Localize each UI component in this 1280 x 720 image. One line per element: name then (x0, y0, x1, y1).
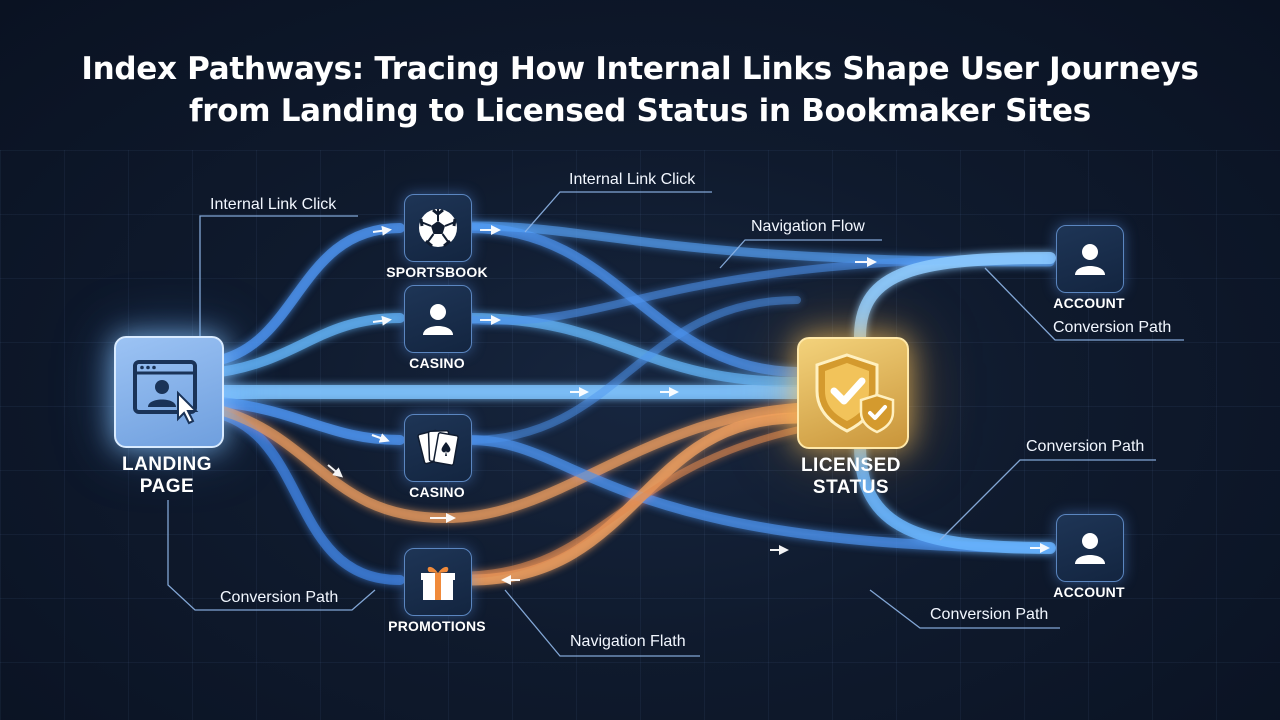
leader-a3 (719, 239, 882, 269)
user-icon (1075, 244, 1105, 275)
flow-licensed-account2 (854, 439, 1056, 554)
arrow-1 (372, 225, 392, 236)
account-node-1[interactable] (1056, 225, 1124, 293)
flow-promotions-licensed-2 (466, 426, 801, 579)
sportsbook-node[interactable] (404, 194, 472, 262)
leader-a7 (504, 589, 700, 657)
annotation-conversion-path-2: Conversion Path (1026, 438, 1145, 455)
flow-landing-sportsbook (215, 223, 405, 365)
promotions-node[interactable] (404, 548, 472, 616)
promotions-label: PROMOTIONS (388, 618, 486, 634)
flow-casino-account (466, 254, 1054, 325)
annotation-conversion-path-3: Conversion Path (220, 589, 339, 606)
licensed-status-label: LICENSED STATUS (781, 455, 921, 499)
leader-a1 (199, 215, 358, 336)
flow-landing-promotions (215, 409, 405, 585)
user-icon (423, 304, 453, 335)
gift-icon (421, 566, 455, 600)
leader-a8 (869, 589, 1060, 629)
soccer-ball-icon (419, 208, 457, 248)
account-label-2: ACCOUNT (1053, 584, 1125, 600)
casino-label-1: CASINO (409, 355, 465, 371)
licensed-status-node[interactable] (797, 337, 909, 449)
annotation-conversion-path-1: Conversion Path (1053, 319, 1172, 336)
annotation-conversion-path-4: Conversion Path (930, 606, 1049, 623)
landing-page-label: LANDING PAGE (104, 454, 230, 498)
casino-node-2[interactable] (404, 414, 472, 482)
account-node-2[interactable] (1056, 514, 1124, 582)
page-title: Index Pathways: Tracing How Internal Lin… (0, 48, 1280, 132)
browser-cursor-icon (133, 360, 199, 425)
flow-cards-licensed (466, 296, 801, 444)
arrow-13 (327, 464, 344, 478)
licensed-label-line2: STATUS (812, 477, 890, 498)
casino-label-2: CASINO (409, 484, 465, 500)
leader-a2 (524, 191, 712, 233)
flow-licensed-account1 (854, 252, 1056, 343)
playing-cards-icon (417, 429, 459, 466)
landing-page-node[interactable] (114, 336, 224, 448)
title-line-1: Index Pathways: Tracing How Internal Lin… (81, 51, 1199, 87)
sportsbook-label: SPORTSBOOK (386, 264, 488, 280)
shield-check-icon (815, 353, 895, 434)
user-icon (1075, 533, 1105, 564)
leader-a4 (984, 267, 1184, 341)
arrow-12 (371, 433, 390, 443)
annotation-internal-link-click-1: Internal Link Click (210, 196, 337, 213)
leader-a5 (939, 459, 1156, 541)
annotation-internal-link-click-2: Internal Link Click (569, 171, 696, 188)
landing-label-line2: PAGE (139, 476, 195, 497)
landing-label-line1: LANDING (121, 454, 213, 475)
account-label-1: ACCOUNT (1053, 295, 1125, 311)
title-line-2: from Landing to Licensed Status in Bookm… (189, 93, 1091, 129)
casino-node-1[interactable] (404, 285, 472, 353)
annotation-navigation-flath: Navigation Flath (570, 633, 686, 650)
arrow-2 (372, 315, 392, 326)
leader-a6 (167, 500, 376, 611)
flow-landing-casino (215, 313, 405, 377)
licensed-label-line1: LICENSED (800, 455, 902, 476)
flow-cards-account2 (465, 435, 1055, 553)
flow-landing-cards (215, 397, 405, 445)
annotation-navigation-flow: Navigation Flow (751, 218, 865, 235)
